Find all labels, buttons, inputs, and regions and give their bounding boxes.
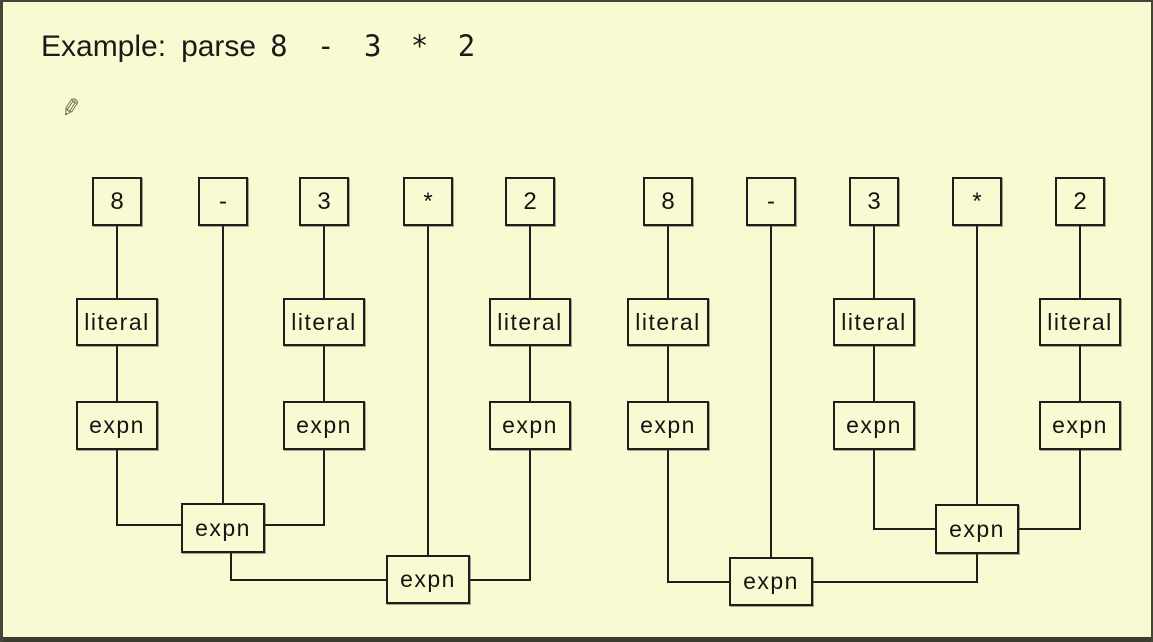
page-title: Example: parse 8 - 3 * 2	[41, 29, 481, 65]
right-parse-tree-node-token-star: *	[952, 177, 1002, 226]
bottom-border-bar	[3, 637, 1151, 642]
right-parse-tree-node-token-3: 3	[849, 177, 899, 226]
left-parse-tree-node-token-minus: -	[198, 177, 248, 226]
left-parse-tree-node-token-8: 8	[92, 177, 142, 226]
right-parse-tree-edge-9	[667, 450, 729, 583]
right-parse-tree-edge-6	[873, 450, 935, 530]
left-parse-tree-edge-11	[470, 450, 531, 581]
right-parse-tree-node-literal-8: literal	[627, 298, 709, 346]
left-parse-tree-node-expn-2: expn	[489, 401, 571, 450]
right-parse-tree-node-expn-8: expn	[627, 401, 709, 450]
left-parse-tree-edge-6	[116, 450, 181, 526]
left-parse-tree-node-expn-3: expn	[283, 401, 365, 450]
right-parse-tree-node-expn-3: expn	[833, 401, 915, 450]
right-parse-tree-edge-8	[1019, 450, 1081, 530]
left-parse-tree-node-expn-root: expn	[386, 555, 470, 604]
pencil-icon: ✎	[58, 93, 84, 124]
left-parse-tree-node-expn-sub: expn	[181, 503, 265, 553]
left-parse-tree-node-expn-8: expn	[76, 401, 158, 450]
right-parse-tree-node-token-minus: -	[746, 177, 796, 226]
right-parse-tree-node-expn-2: expn	[1039, 401, 1121, 450]
left-parse-tree-node-literal-3: literal	[283, 298, 365, 346]
right-parse-tree-node-literal-3: literal	[833, 298, 915, 346]
left-parse-tree-node-token-3: 3	[299, 177, 349, 226]
left-parse-tree-node-token-star: *	[403, 177, 453, 226]
right-parse-tree-node-expn-mul: expn	[935, 504, 1019, 554]
right-parse-tree-node-token-8: 8	[643, 177, 693, 226]
right-parse-tree-node-token-2: 2	[1055, 177, 1105, 226]
left-parse-tree-edge-8	[265, 450, 325, 526]
left-parse-tree-node-literal-8: literal	[76, 298, 158, 346]
right-parse-tree-edge-11	[813, 554, 978, 583]
left-parse-tree-node-literal-2: literal	[489, 298, 571, 346]
left-parse-tree-node-token-2: 2	[505, 177, 555, 226]
right-parse-tree-node-literal-2: literal	[1039, 298, 1121, 346]
title-parse-word: parse	[181, 30, 257, 63]
left-parse-tree-edge-9	[230, 553, 386, 581]
title-expression-code: 8 - 3 * 2	[270, 29, 482, 63]
right-parse-tree-node-expn-root: expn	[729, 557, 813, 606]
title-example-label: Example:	[41, 30, 167, 63]
